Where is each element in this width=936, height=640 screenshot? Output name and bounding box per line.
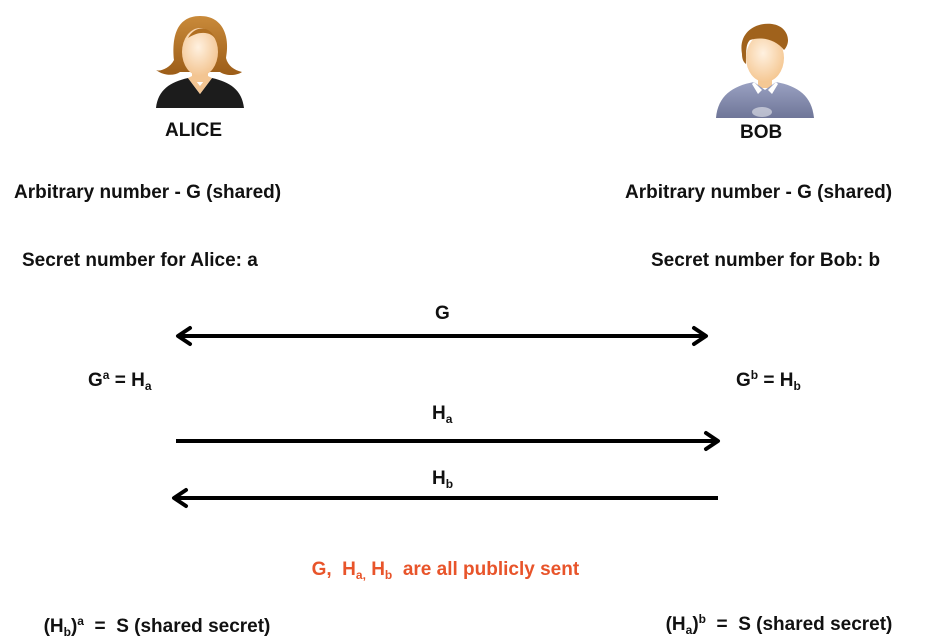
- bob-compute: Gb = Hb: [736, 368, 801, 393]
- arrow-hb-label: Hb: [432, 468, 454, 491]
- bob-name: BOB: [740, 122, 783, 143]
- public-note: G, Ha, Hb are all publicly sent: [311, 559, 580, 582]
- arrow-g-label-text: G: [435, 303, 450, 324]
- alice-shared-number: Arbitrary number - G (shared): [14, 182, 282, 203]
- bidirectional-arrow-g: [176, 326, 708, 346]
- alice-compute: Ga = Ha: [88, 368, 152, 393]
- arrow-ha-label: Ha: [432, 403, 453, 426]
- alice-secret: Secret number for Alice: a: [22, 250, 258, 271]
- alice-name: ALICE: [165, 120, 222, 141]
- left-arrow-hb: [172, 488, 718, 508]
- bob-shared-secret: (Ha)b = S (shared secret): [665, 612, 893, 637]
- bob-secret: Secret number for Bob: b: [651, 250, 881, 271]
- alice-avatar-icon: [156, 16, 244, 108]
- right-arrow-ha: [176, 431, 720, 451]
- bob-avatar-icon: [716, 23, 814, 118]
- bob-shared-number: Arbitrary number - G (shared): [625, 182, 893, 203]
- alice-shared-secret: (Hb)a = S (shared secret): [43, 614, 271, 639]
- arrow-g-label: G: [435, 303, 450, 325]
